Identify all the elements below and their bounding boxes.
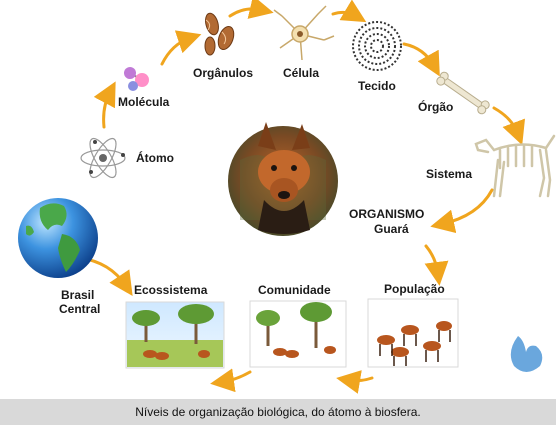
tissue-icon <box>353 22 401 70</box>
label-organ: Órgão <box>418 100 453 114</box>
molecule-icon <box>124 67 149 91</box>
community-image <box>250 301 346 367</box>
label-organism-species: Guará <box>374 222 409 236</box>
arrow-organ-to-system <box>494 108 518 134</box>
label-cell: Célula <box>283 66 319 80</box>
label-tissue: Tecido <box>358 79 396 93</box>
organelles-icon <box>203 12 236 55</box>
arrow-tissue-to-organ <box>404 44 434 66</box>
atom-icon <box>81 135 125 181</box>
label-biosphere-line1: Brasil <box>61 288 94 302</box>
arrow-system-to-organism <box>442 190 492 224</box>
ecosystem-image <box>126 302 224 368</box>
earth-globe-icon <box>18 198 98 278</box>
maned-wolf-photo <box>228 122 338 236</box>
arrow-organism-to-population <box>426 246 438 274</box>
label-atom: Átomo <box>136 151 174 165</box>
arrow-molecule-to-organelles <box>162 38 190 64</box>
arrow-atom-to-molecule <box>104 92 110 127</box>
label-molecule: Molécula <box>118 95 169 109</box>
arrow-cell-to-tissue <box>333 12 356 16</box>
label-organelles: Orgânulos <box>193 66 253 80</box>
skeleton-icon <box>476 136 554 196</box>
figure-caption: Níveis de organização biológica, do átom… <box>0 405 556 419</box>
population-image <box>368 299 458 367</box>
label-organism: ORGANISMO <box>349 207 424 221</box>
arrow-organelles-to-cell <box>230 9 262 16</box>
label-community: Comunidade <box>258 283 331 297</box>
label-system: Sistema <box>426 167 472 181</box>
arrow-population-to-community <box>348 378 372 381</box>
label-ecosystem: Ecossistema <box>134 283 207 297</box>
label-biosphere-line2: Central <box>59 302 100 316</box>
arrow-community-to-ecosystem <box>222 372 250 382</box>
label-population: População <box>384 282 445 296</box>
neuron-cell-icon <box>274 6 334 60</box>
